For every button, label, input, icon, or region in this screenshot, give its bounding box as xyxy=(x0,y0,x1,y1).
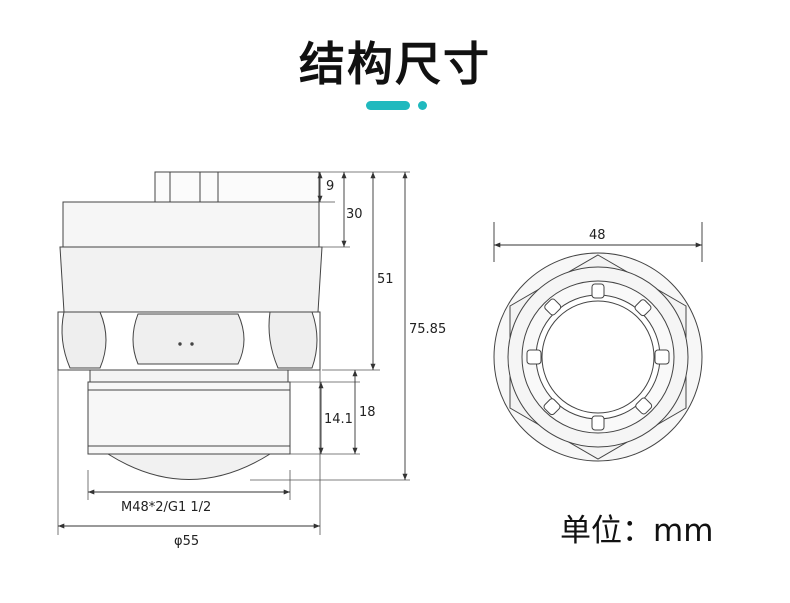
side-nut-dot-left xyxy=(178,342,182,346)
title-accent-bar xyxy=(366,101,410,110)
unit-label: 单位：mm xyxy=(560,513,714,549)
dim-label-thread: M48*2/G1 1/2 xyxy=(121,500,211,515)
top-screw-slots xyxy=(526,283,670,431)
side-nut-center xyxy=(132,313,245,365)
dim-label-phi55: φ55 xyxy=(174,534,199,549)
top-view-dimension xyxy=(493,222,703,262)
dim-label-51: 51 xyxy=(377,272,394,287)
side-lens-dome xyxy=(106,453,272,480)
dim-label-48: 48 xyxy=(589,228,606,243)
side-cap-body xyxy=(62,201,320,248)
side-nut-dot-right xyxy=(190,342,194,346)
top-view xyxy=(493,252,703,462)
side-nut-left xyxy=(61,311,107,369)
side-view xyxy=(57,171,323,480)
top-inner-ring-2 xyxy=(541,300,655,414)
dim-label-14-1: 14.1 xyxy=(324,412,353,427)
side-nut-right xyxy=(268,311,318,369)
dim-label-9: 9 xyxy=(326,179,334,194)
title-accent-dot xyxy=(418,101,427,110)
dim-label-75-85: 75.85 xyxy=(409,322,446,337)
side-thread xyxy=(87,381,291,455)
dim-label-30: 30 xyxy=(346,207,363,222)
page-title: 结构尺寸 xyxy=(299,37,491,91)
side-neck xyxy=(89,369,289,383)
side-top-boss xyxy=(154,171,320,203)
dimension-arrows xyxy=(58,172,408,529)
dim-label-18: 18 xyxy=(359,405,376,420)
side-hex-band xyxy=(59,246,323,313)
